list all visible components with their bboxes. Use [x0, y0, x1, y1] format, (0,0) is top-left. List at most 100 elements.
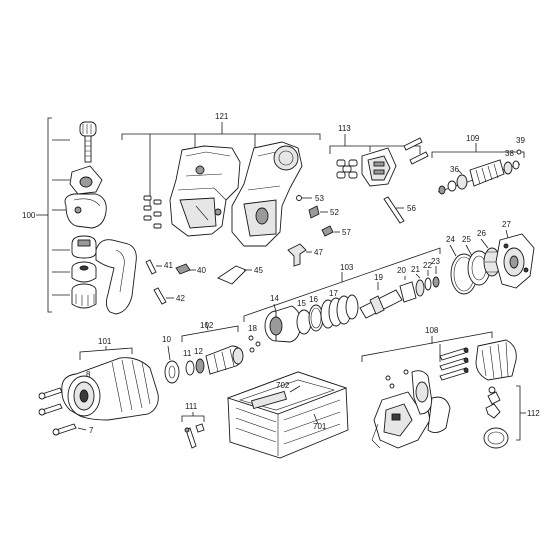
part-11-ring — [185, 360, 195, 376]
part-17-spring — [320, 294, 359, 329]
callout-121: 121 — [215, 112, 229, 121]
callout-25: 25 — [462, 235, 471, 244]
callout-53: 53 — [315, 194, 324, 203]
part-10-washer — [164, 360, 180, 384]
group-113-bracket — [329, 134, 421, 154]
handle-knob-part — [71, 261, 97, 283]
part-42-pin — [153, 287, 174, 305]
callout-20: 20 — [397, 266, 406, 275]
gear-housing-27 — [495, 233, 535, 289]
group-103-bracket — [243, 247, 441, 322]
part-111-pins — [184, 423, 205, 449]
tool-holder-part — [205, 345, 244, 375]
handle-ring-part — [71, 235, 97, 259]
callout-101: 101 — [98, 337, 112, 346]
stator-part — [475, 339, 517, 381]
callout-108: 108 — [425, 326, 439, 335]
callout-102: 102 — [200, 321, 214, 330]
callout-100: 100 — [22, 211, 36, 220]
part-18-balls — [248, 335, 261, 353]
callout-10: 10 — [162, 335, 171, 344]
callout-57: 57 — [342, 228, 351, 237]
small-screws-108 — [385, 369, 409, 389]
group-111-bracket — [181, 412, 205, 422]
part-19-spindle — [359, 282, 403, 319]
callout-27: 27 — [502, 220, 511, 229]
clamp-block-part — [69, 165, 103, 195]
handle-cap-part — [71, 283, 97, 309]
part-22 — [424, 270, 432, 291]
callout-38: 38 — [505, 149, 514, 158]
group-112-bracket — [516, 385, 526, 441]
callout-39: 39 — [516, 136, 525, 145]
housing-screws-part — [143, 195, 162, 229]
part-47-lever — [287, 243, 312, 267]
board-cover-part — [427, 396, 451, 433]
electronics-board-part — [371, 391, 431, 449]
part-40 — [175, 263, 196, 275]
motor-shaft-part — [437, 159, 521, 195]
callout-19: 19 — [374, 273, 383, 282]
callout-8: 8 — [86, 370, 91, 379]
part-57 — [321, 225, 340, 237]
part-39-washer — [516, 149, 522, 155]
part-23 — [432, 266, 440, 288]
callout-15: 15 — [297, 299, 306, 308]
group-101-bracket — [79, 346, 133, 360]
group-108-bracket — [361, 331, 493, 362]
part-20 — [399, 276, 417, 303]
brush-holder-plate-part — [361, 147, 397, 187]
part-14-sleeve — [264, 305, 302, 343]
callout-103: 103 — [340, 263, 354, 272]
part-56-pin — [383, 196, 405, 224]
callout-18: 18 — [248, 324, 257, 333]
callout-701: 701 — [313, 422, 327, 431]
callout-22: 22 — [423, 261, 432, 270]
callout-702: 702 — [276, 381, 290, 390]
callout-111: 111 — [185, 402, 198, 411]
callout-40: 40 — [197, 266, 206, 275]
part-21 — [415, 273, 425, 297]
housing-half-left-part — [169, 145, 241, 237]
housing-half-right-part — [231, 141, 303, 247]
callout-24: 24 — [446, 235, 455, 244]
callout-47: 47 — [314, 248, 323, 257]
stator-screws-part — [439, 347, 469, 381]
callout-45: 45 — [254, 266, 263, 275]
callout-42: 42 — [176, 294, 185, 303]
side-handle-bolt-part — [79, 121, 97, 163]
callout-56: 56 — [407, 204, 416, 213]
group-109-bracket — [431, 143, 525, 158]
part-112-seal — [483, 427, 509, 449]
chuck-screws-part — [38, 387, 77, 436]
callout-12: 12 — [194, 347, 203, 356]
callout-16: 16 — [309, 295, 318, 304]
carry-case-part — [226, 371, 349, 459]
brush-holder-pins-part — [336, 159, 358, 179]
callout-14: 14 — [270, 294, 279, 303]
callout-36: 36 — [450, 165, 459, 174]
carbon-brushes-part — [403, 137, 429, 165]
callout-17: 17 — [329, 289, 338, 298]
callout-23: 23 — [431, 257, 440, 266]
part-52 — [308, 205, 328, 219]
group-100-bracket — [36, 117, 70, 313]
callout-113: 113 — [338, 124, 351, 133]
side-handle-part — [95, 239, 137, 315]
callout-26: 26 — [477, 229, 486, 238]
callout-21: 21 — [411, 265, 420, 274]
part-45-plate — [217, 265, 252, 285]
chuck-part — [61, 357, 159, 421]
callout-41: 41 — [164, 261, 173, 270]
group-102-bracket — [181, 321, 239, 342]
clamp-band-part — [64, 193, 107, 229]
part-112-clips — [485, 386, 501, 419]
callout-52: 52 — [330, 208, 339, 217]
callout-109: 109 — [466, 134, 480, 143]
part-12-ring — [195, 358, 205, 374]
callout-11: 11 — [183, 349, 192, 358]
part-53 — [296, 195, 312, 201]
part-41 — [145, 259, 162, 275]
